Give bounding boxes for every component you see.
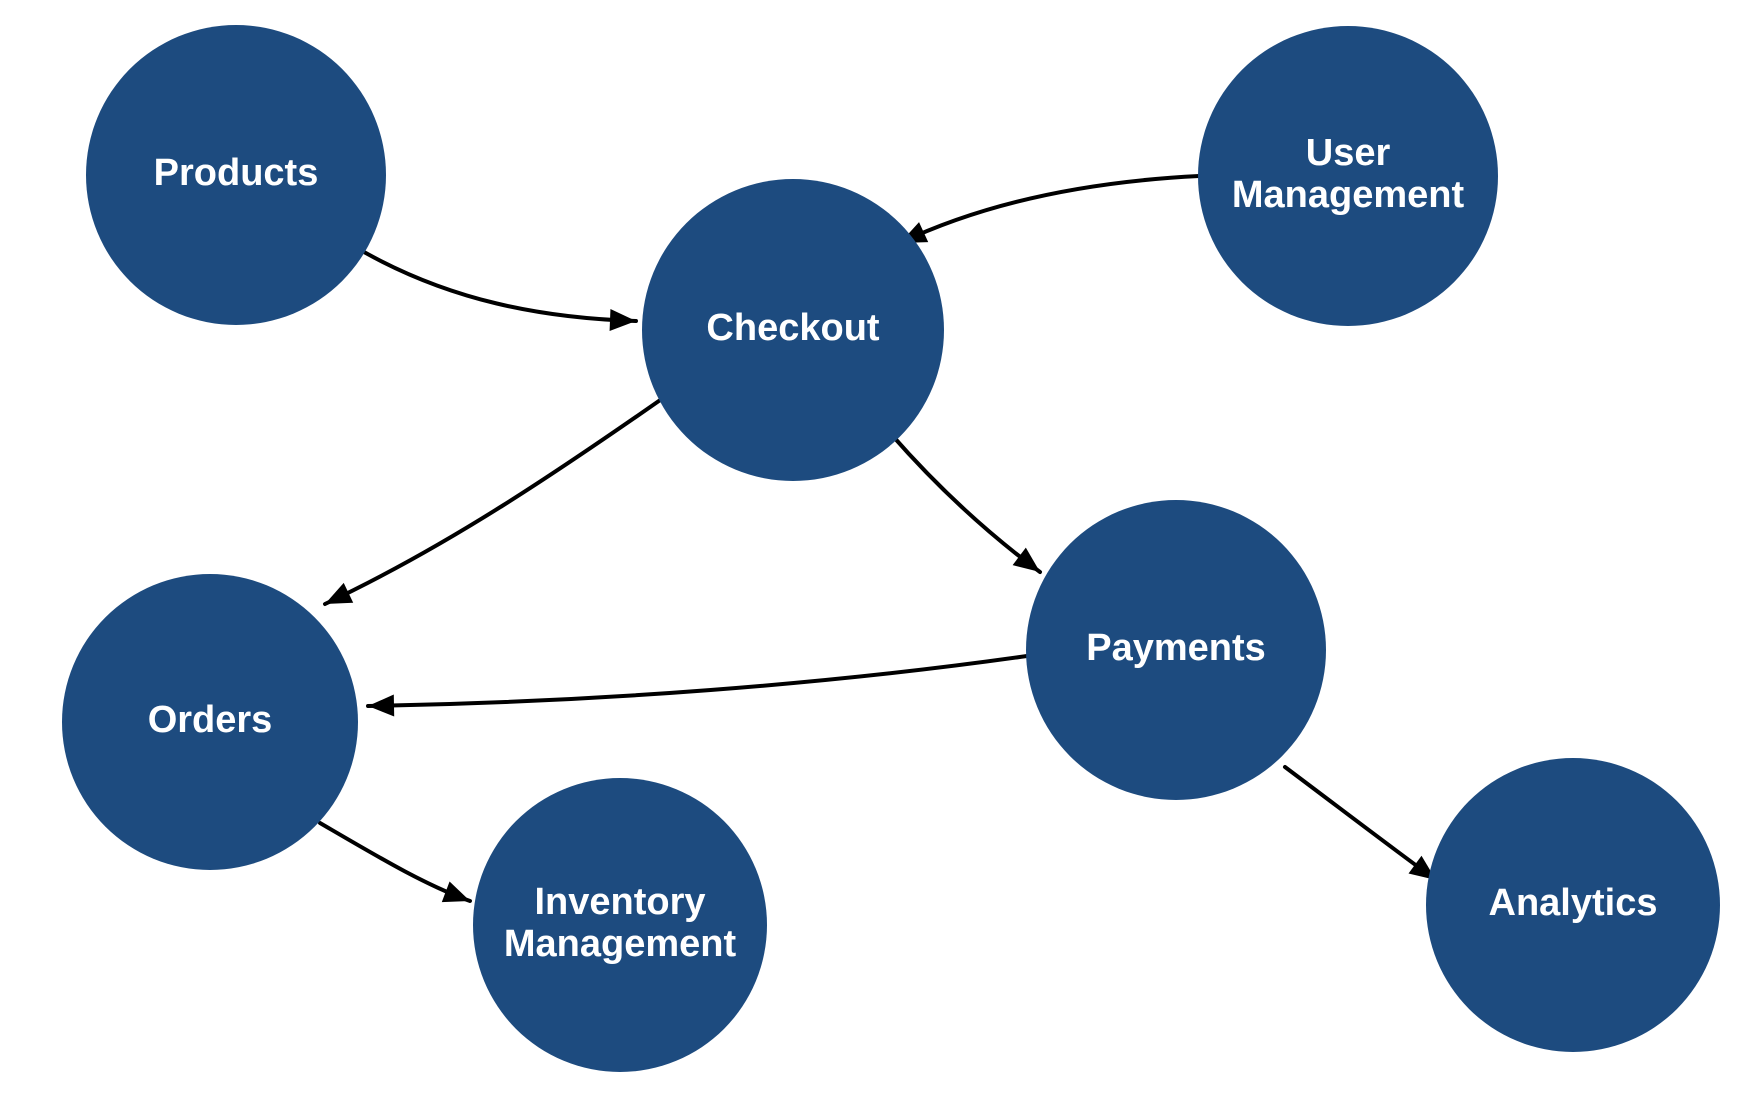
node-shape[interactable]	[642, 179, 944, 481]
edge-payments-to-analytics[interactable]	[1283, 765, 1438, 882]
arrowhead-icon	[368, 694, 395, 717]
edge-checkout-to-payments[interactable]	[889, 432, 1042, 574]
edge-line	[362, 250, 638, 323]
node-shape[interactable]	[86, 25, 386, 325]
node-shape[interactable]	[1026, 500, 1326, 800]
arrowhead-icon	[1408, 855, 1436, 880]
edge-orders-to-inventory[interactable]	[318, 821, 472, 903]
edge-line	[898, 174, 1201, 245]
edges-layer	[318, 174, 1438, 903]
node-shape[interactable]	[1426, 758, 1720, 1052]
edge-checkout-to-orders[interactable]	[323, 394, 668, 606]
edge-line	[889, 432, 1042, 574]
node-shape[interactable]	[473, 778, 767, 1072]
arrowhead-icon	[325, 582, 354, 604]
node-products[interactable]: Products	[86, 25, 386, 325]
arrowhead-icon	[609, 308, 636, 331]
arrowhead-icon	[441, 881, 470, 903]
node-shape[interactable]	[62, 574, 358, 870]
edge-payments-to-orders[interactable]	[366, 654, 1029, 717]
edge-line	[366, 654, 1029, 708]
arrowhead-icon	[1012, 547, 1040, 572]
edge-products-to-checkout[interactable]	[362, 250, 638, 331]
edge-line	[323, 394, 668, 606]
node-orders[interactable]: Orders	[62, 574, 358, 870]
node-checkout[interactable]: Checkout	[642, 179, 944, 481]
node-payments[interactable]: Payments	[1026, 500, 1326, 800]
edge-line	[1283, 765, 1438, 882]
node-analytics[interactable]: Analytics	[1426, 758, 1720, 1052]
node-shape[interactable]	[1198, 26, 1498, 326]
edge-usermgmt-to-checkout[interactable]	[898, 174, 1201, 245]
